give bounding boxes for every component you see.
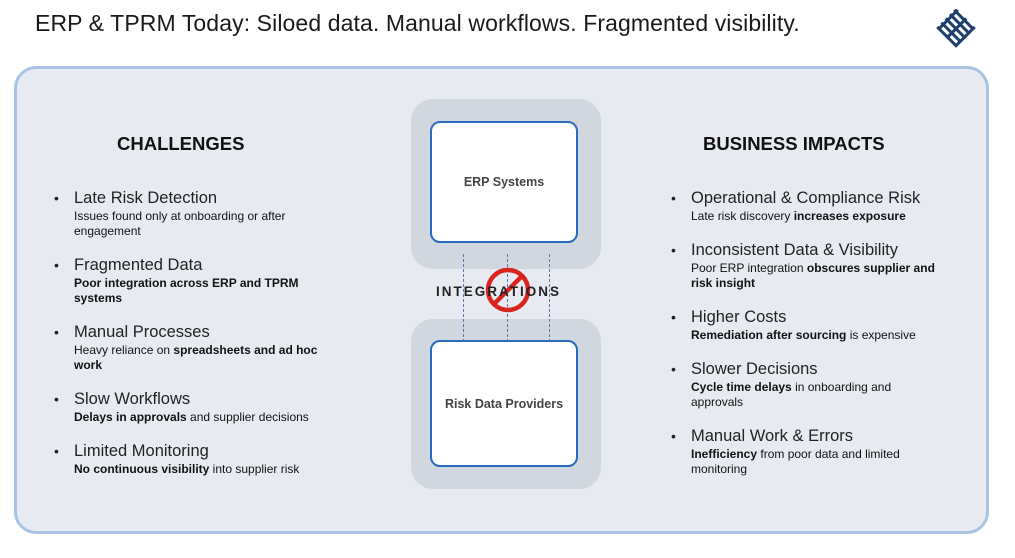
- impacts-list: Operational & Compliance Risk Late risk …: [671, 189, 971, 477]
- impact-desc: Inefficiency from poor data and limited …: [691, 447, 900, 476]
- connector-line: [549, 254, 550, 342]
- challenge-title: Fragmented Data: [74, 256, 203, 274]
- challenge-title: Slow Workflows: [74, 390, 191, 408]
- challenge-title: Limited Monitoring: [74, 442, 209, 460]
- list-item: Operational & Compliance Risk Late risk …: [671, 189, 971, 241]
- erp-systems-box: ERP Systems: [430, 121, 578, 243]
- challenge-desc: Poor integration across ERP and TPRM sys…: [74, 276, 299, 305]
- erp-systems-label: ERP Systems: [463, 175, 545, 189]
- challenges-heading: CHALLENGES: [117, 133, 245, 154]
- challenge-desc: Delays in approvals and supplier decisio…: [74, 410, 309, 424]
- impact-title: Slower Decisions: [691, 360, 818, 378]
- challenge-title: Manual Processes: [74, 323, 210, 341]
- impact-desc: Poor ERP integration obscures supplier a…: [691, 261, 935, 290]
- challenge-title: Late Risk Detection: [74, 189, 218, 207]
- impact-title: Higher Costs: [691, 308, 787, 326]
- connector-line: [463, 254, 464, 342]
- impact-title: Manual Work & Errors: [691, 427, 853, 445]
- list-item: Limited Monitoring No continuous visibil…: [54, 442, 354, 477]
- impact-title: Operational & Compliance Risk: [691, 189, 921, 207]
- integrations-label: INTEGRATIONS: [436, 284, 561, 299]
- business-impacts-heading: BUSINESS IMPACTS: [703, 133, 885, 154]
- challenge-desc: No continuous visibility into supplier r…: [74, 462, 300, 476]
- list-item: Manual Work & Errors Inefficiency from p…: [671, 427, 971, 477]
- list-item: Late Risk Detection Issues found only at…: [54, 189, 354, 256]
- list-item: Inconsistent Data & Visibility Poor ERP …: [671, 241, 971, 308]
- list-item: Fragmented Data Poor integration across …: [54, 256, 354, 323]
- challenges-list: Late Risk Detection Issues found only at…: [54, 189, 354, 477]
- list-item: Slow Workflows Delays in approvals and s…: [54, 390, 354, 442]
- impact-title: Inconsistent Data & Visibility: [691, 241, 898, 259]
- list-item: Higher Costs Remediation after sourcing …: [671, 308, 971, 360]
- impact-desc: Cycle time delays in onboarding and appr…: [691, 380, 892, 409]
- list-item: Manual Processes Heavy reliance on sprea…: [54, 323, 354, 390]
- risk-data-providers-label: Risk Data Providers: [444, 396, 564, 411]
- risk-data-providers-box: Risk Data Providers: [430, 340, 578, 467]
- list-item: Slower Decisions Cycle time delays in on…: [671, 360, 971, 427]
- challenge-desc: Heavy reliance on spreadsheets and ad ho…: [74, 343, 318, 372]
- grid-diamond-logo-icon: [936, 8, 976, 48]
- connector-line: [507, 254, 508, 342]
- page-title: ERP & TPRM Today: Siloed data. Manual wo…: [35, 10, 800, 36]
- no-sign-icon: [485, 267, 531, 313]
- challenge-desc: Issues found only at onboarding or after…: [74, 209, 286, 238]
- impact-desc: Late risk discovery increases exposure: [691, 209, 906, 223]
- impact-desc: Remediation after sourcing is expensive: [691, 328, 916, 342]
